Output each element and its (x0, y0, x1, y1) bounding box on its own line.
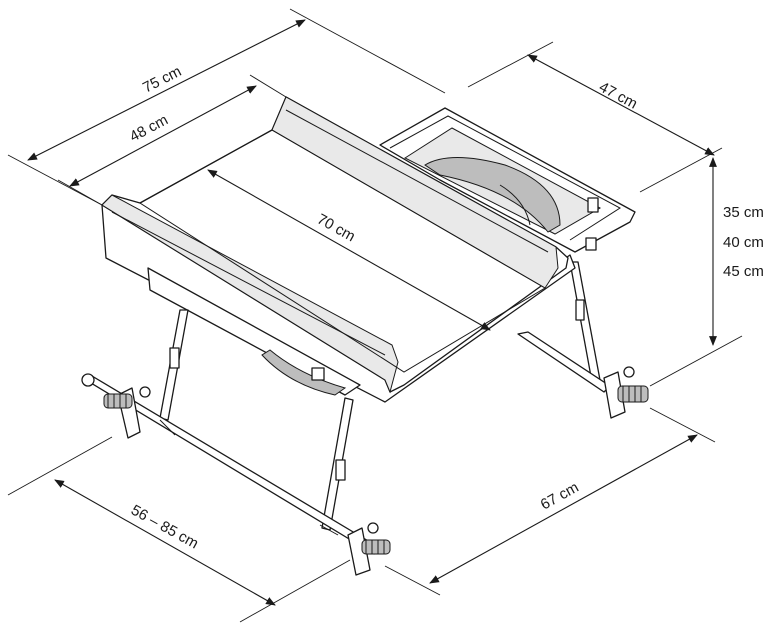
label-47cm: 47 cm (596, 79, 640, 113)
dimension-lines (7, 8, 743, 623)
label-67cm: 67 cm (538, 479, 582, 514)
label-45cm: 45 cm (723, 263, 764, 280)
clamp-middle (347, 522, 391, 576)
rear-frame (517, 261, 611, 393)
label-48cm: 48 cm (127, 111, 171, 145)
label-40cm: 40 cm (723, 234, 764, 251)
clamp-right (603, 366, 649, 419)
label-75cm: 75 cm (140, 63, 184, 97)
storage-tray (147, 267, 361, 396)
label-56-85cm: 56 – 85 cm (128, 502, 201, 553)
front-frame (81, 309, 381, 555)
label-35cm: 35 cm (723, 204, 764, 221)
clamp-left (103, 386, 151, 439)
